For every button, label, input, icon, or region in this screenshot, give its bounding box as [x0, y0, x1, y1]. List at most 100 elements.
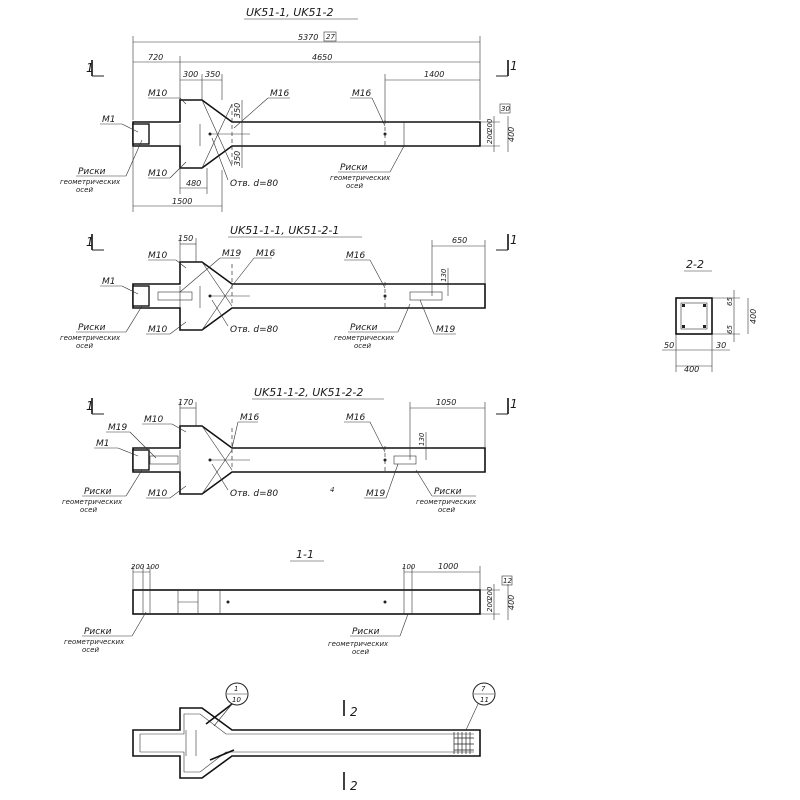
label-riski-right: Риски: [352, 627, 380, 637]
label-riski-left-sub: геометрических: [64, 638, 125, 646]
label-hole: Отв. d=80: [230, 179, 278, 189]
section-mark-label: 2: [350, 779, 358, 793]
dim-50: 50: [664, 341, 674, 350]
label-riski-right-sub: геометрических: [416, 498, 477, 506]
dim-side-200b: 200: [486, 586, 494, 600]
section-mark-right: 1: [496, 397, 518, 415]
section-mark-2-bot: 2: [343, 772, 358, 793]
rebar-view: 2 2 1 10: [132, 682, 496, 793]
dim-right-side: 200 200 400 30: [480, 103, 516, 152]
label-m19-top: M19: [108, 423, 127, 433]
dim-v-350-top: 350: [233, 103, 242, 118]
labels-top: M10 M16 M16 M1 M10 Отв. d=80 Риски геоме…: [60, 89, 405, 194]
dim-4650: 4650: [312, 53, 332, 62]
section-mark-2-top: 2: [343, 700, 358, 719]
label-riski-right-sub2: осей: [352, 648, 369, 656]
view-mid2: UK51-1-2, UK51-2-2 1 1: [62, 386, 518, 514]
rebar-end-hatch: [453, 732, 474, 754]
label-riski-left-sub2: осей: [80, 506, 97, 514]
label-riski-right-sub2: осей: [438, 506, 455, 514]
label-m16-b: M16: [346, 251, 365, 261]
section-2-2: 2-2 65 65 400 50 30 400: [662, 258, 758, 374]
dim-1400: 1400: [384, 70, 480, 122]
label-m19-bot: M19: [366, 489, 385, 499]
label-riski-left: Риски: [84, 487, 112, 497]
section-mark-label: 1: [510, 59, 518, 73]
dims-section-1-1: 200 100 100 1000 12 200 200 400: [131, 562, 516, 620]
label-riski-right-sub: геометрических: [334, 334, 395, 342]
dim-overall: 5370 27: [132, 31, 481, 120]
callout-right: 7 11: [465, 682, 496, 731]
section-mark-left: 1: [86, 234, 104, 251]
label-m16-a: M16: [240, 413, 259, 423]
dims-mid1: 150 650 130: [178, 234, 486, 296]
dims-mid2: 170 1050 130: [178, 398, 486, 460]
section-mark-label: 1: [510, 233, 518, 247]
label-m16-a: M16: [270, 89, 289, 99]
dim-1400-label: 1400: [424, 70, 444, 79]
dim-1000: 1000: [438, 562, 458, 571]
dim-v-350: 350 350: [233, 100, 243, 168]
label-riski-right: Риски: [340, 163, 368, 173]
section-mark-right: 1: [496, 233, 518, 251]
section-mark-label: 2: [350, 705, 358, 719]
view-mid1-title: UK51-1-1, UK51-2-1: [230, 224, 339, 237]
label-riski-left: Риски: [78, 167, 106, 177]
callout-right-top: 7: [481, 685, 486, 693]
section-mark-left: 1: [86, 398, 104, 415]
dim-300: 300: [183, 70, 198, 79]
callout-right-bot: 11: [480, 696, 489, 704]
label-m16-a: M16: [256, 249, 275, 259]
label-m10-top: M10: [144, 415, 163, 425]
label-riski-right-sub2: осей: [354, 342, 371, 350]
section-1-1-title: 1-1: [296, 548, 314, 561]
dim-box-27: 27: [326, 33, 335, 41]
view-mid1: UK51-1-1, UK51-2-1 1 1: [60, 224, 518, 350]
view-top-title: UK51-1, UK51-2: [246, 6, 333, 19]
view-top: UK51-1, UK51-2 1 1 5370 27 720 4: [60, 6, 518, 212]
dim-5370: 5370: [298, 33, 318, 42]
dim-400h: 400: [684, 365, 699, 374]
label-m1: M1: [102, 277, 116, 287]
section-mark-label: 1: [86, 235, 94, 249]
label-riski-right-sub2: осей: [346, 182, 363, 190]
section-1-1: 1-1 200 100 100 1000 12: [64, 548, 516, 656]
dim-row-2: 720 4650: [133, 53, 480, 100]
dim-100: 100: [146, 563, 160, 571]
dim-v-350-bot: 350: [233, 151, 242, 166]
label-m1: M1: [96, 439, 110, 449]
dim-150: 150: [178, 234, 193, 243]
dim-130: 130: [440, 268, 448, 282]
dim-side-200: 200: [486, 130, 494, 144]
dim-400v: 400: [749, 309, 758, 324]
label-riski-right: Риски: [434, 487, 462, 497]
dim-480: 480: [186, 179, 201, 188]
dim-side-200b: 200: [486, 118, 494, 132]
labels-mid2: M19 M10 M16 M16 M1 M10 Отв. d=80 M19 4 Р…: [62, 413, 477, 514]
label-riski-left-sub2: осей: [76, 186, 93, 194]
section-mark-label: 1: [86, 61, 94, 75]
label-hole: Отв. d=80: [230, 325, 278, 335]
dim-box-12: 12: [503, 577, 512, 585]
dim-side-400: 400: [507, 595, 516, 610]
label-m10-top: M10: [148, 89, 167, 99]
label-m16-b: M16: [352, 89, 371, 99]
dim-side-400: 400: [507, 127, 516, 142]
label-m10-bot: M10: [148, 489, 167, 499]
label-riski-right: Риски: [350, 323, 378, 333]
dim-side-200: 200: [486, 598, 494, 612]
dim-row-3: 300 350: [180, 70, 223, 100]
dim-170: 170: [178, 398, 193, 407]
label-m16-b: M16: [346, 413, 365, 423]
section-2-2-title: 2-2: [686, 258, 704, 271]
callout-left-top: 1: [234, 685, 238, 693]
section-mark-label: 1: [86, 399, 94, 413]
label-riski-left-sub: геометрических: [60, 334, 121, 342]
dim-130: 130: [418, 432, 426, 446]
dim-350: 350: [205, 70, 220, 79]
section-mark-label: 1: [510, 397, 518, 411]
section-mark-right: 1: [496, 59, 518, 77]
label-riski-right-sub: геометрических: [328, 640, 389, 648]
label-riski-left-sub2: осей: [76, 342, 93, 350]
